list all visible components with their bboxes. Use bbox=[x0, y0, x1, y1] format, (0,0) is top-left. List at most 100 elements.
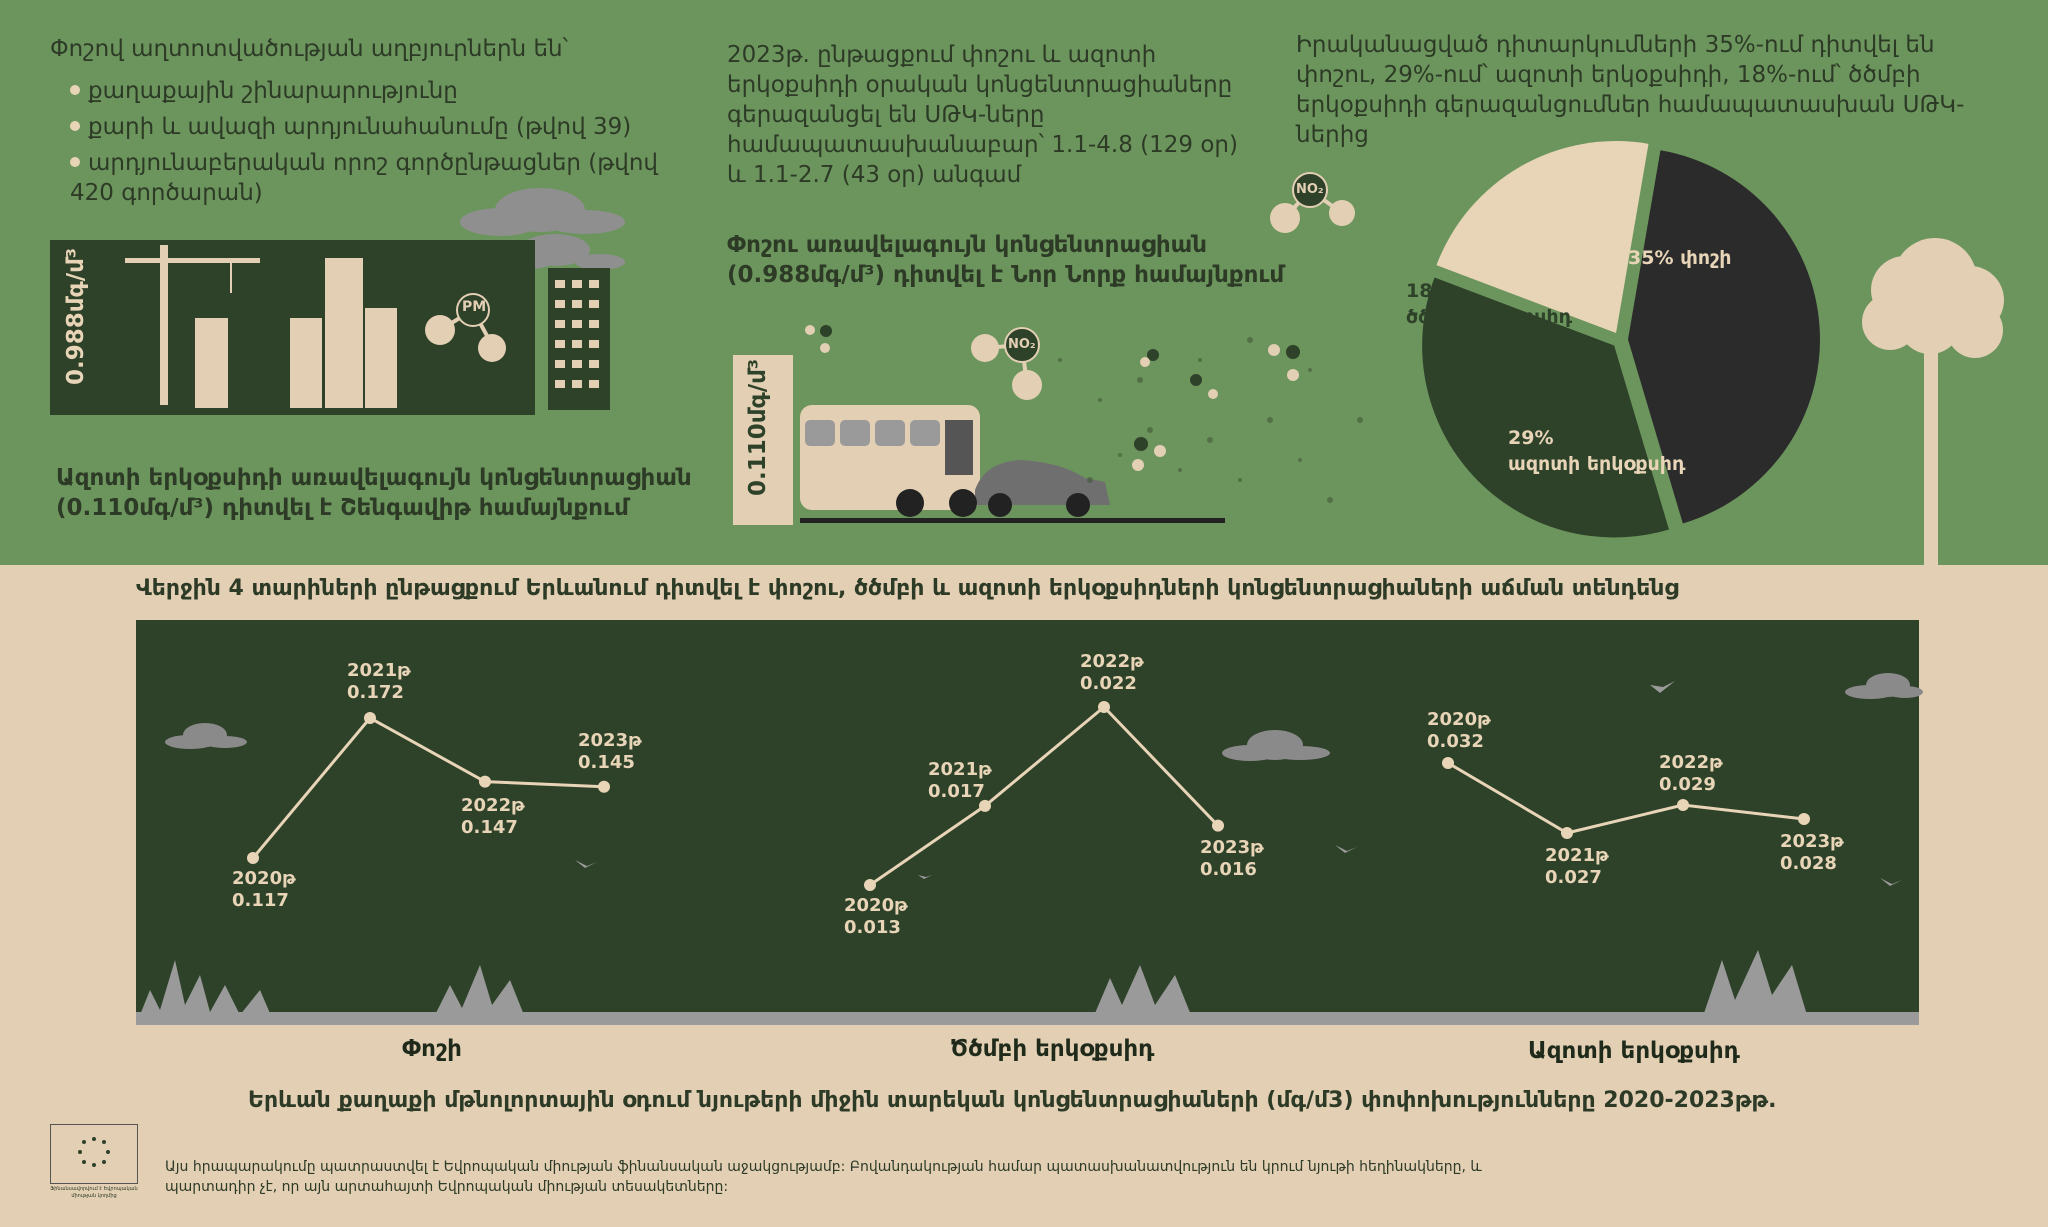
data-point-so2 bbox=[979, 799, 991, 812]
pie-slice-dust bbox=[1627, 150, 1820, 524]
year-label: 2023թ bbox=[1780, 831, 1844, 852]
bird-icon bbox=[575, 681, 1902, 886]
no2-label: NO₂ bbox=[1008, 337, 1036, 352]
small-molecules-icon bbox=[805, 325, 1300, 471]
value-label: 0.147 bbox=[461, 817, 518, 838]
eu-stars-icon bbox=[78, 1137, 110, 1167]
grass-icon bbox=[136, 950, 1919, 1025]
data-point-no2 bbox=[1442, 757, 1454, 769]
data-point-no2 bbox=[1798, 813, 1810, 825]
value-label: 0.117 bbox=[232, 890, 289, 911]
value-label: 0.032 bbox=[1427, 731, 1484, 752]
list-item: քարի և ավազի արդյունահանումը (թվով 39) bbox=[70, 112, 690, 142]
buildings-icon bbox=[195, 258, 397, 408]
line-series-no2 bbox=[1447, 761, 1805, 835]
list-item: արդյունաբերական որոշ գործընթացներ (թվով … bbox=[70, 150, 658, 206]
value-label: 0.145 bbox=[578, 752, 635, 773]
line-series-dust bbox=[251, 716, 605, 859]
value-label: 0.016 bbox=[1200, 859, 1257, 880]
data-point-no2 bbox=[1561, 827, 1573, 839]
bullet-icon bbox=[70, 157, 80, 167]
data-point-dust bbox=[479, 775, 491, 788]
pie-label-dust: 35% փոշի bbox=[1628, 247, 1732, 269]
footer-text: Այս հրապարակումը պատրաստվել է Եվրոպական … bbox=[165, 1159, 1482, 1195]
smoke-particles bbox=[1058, 337, 1363, 503]
tower-icon bbox=[548, 268, 610, 410]
tree-icon bbox=[1862, 238, 2004, 565]
exceed-text: 2023թ. ընթացքում փոշու և ազոտի երկօքսիդի… bbox=[727, 42, 1238, 188]
year-label: 2020թ bbox=[1427, 709, 1491, 730]
pie-slice-so2 bbox=[1436, 141, 1649, 334]
no2-label-right: NO₂ bbox=[1296, 182, 1324, 197]
value-label: 0.022 bbox=[1080, 673, 1137, 694]
eu-text: Ֆինանսավորվում է Եվրոպական միության կողմ… bbox=[50, 1186, 138, 1199]
data-point-dust bbox=[598, 780, 610, 793]
line-series-so2 bbox=[869, 704, 1220, 887]
list-item: քաղաքային շինարարությունը bbox=[70, 76, 690, 106]
no2-max-text: Ազոտի երկօքսիդի առավելագույն կոնցենտրացի… bbox=[56, 465, 692, 521]
year-label: 2021թ bbox=[347, 660, 411, 681]
year-label: 2022թ bbox=[1659, 752, 1723, 773]
value-label: 0.013 bbox=[844, 917, 901, 938]
year-label: 2020թ bbox=[844, 895, 908, 916]
bus-value: 0.110մգ/մ³ bbox=[745, 359, 771, 496]
eu-logo bbox=[50, 1124, 138, 1184]
trend-chart-panel bbox=[136, 620, 1919, 1025]
dust-max-text: Փոշու առավելագույն կոնցենտրացիան (0.988մ… bbox=[727, 232, 1285, 288]
year-label: 2020թ bbox=[232, 868, 296, 889]
value-label: 0.017 bbox=[928, 781, 985, 802]
sources-heading: Փոշով աղտոտվածության աղբյուրներն են՝ bbox=[50, 36, 569, 62]
year-label: 2022թ bbox=[461, 795, 525, 816]
data-point-so2 bbox=[864, 879, 876, 891]
value-label: 0.029 bbox=[1659, 774, 1716, 795]
data-point-no2 bbox=[1677, 799, 1689, 811]
crane-icon bbox=[125, 245, 260, 405]
sources-list: քաղաքային շինարարությունը քարի և ավազի ա… bbox=[70, 76, 690, 214]
value-label: 0.027 bbox=[1545, 867, 1602, 888]
value-label: 0.172 bbox=[347, 682, 404, 703]
value-label: 0.028 bbox=[1780, 853, 1837, 874]
year-label: 2023թ bbox=[578, 730, 642, 751]
trend-lines bbox=[247, 701, 1810, 891]
pie-text: Իրականացված դիտարկումների 35%-ում դիտվել… bbox=[1296, 32, 1965, 148]
value-post bbox=[733, 355, 793, 525]
year-label: 2021թ bbox=[928, 759, 992, 780]
pie-chart bbox=[1422, 141, 1820, 538]
pm-molecule-icon bbox=[425, 293, 506, 362]
trend-title: Վերջին 4 տարիների ընթացքում Երևանում դիտ… bbox=[136, 576, 1679, 601]
year-label: 2021թ bbox=[1545, 845, 1609, 866]
chart-title-no2: Ազոտի երկօքսիդ bbox=[1528, 1038, 1740, 1064]
pie-label-so2: 18% ծծմբի երկօքսիդ bbox=[1406, 280, 1573, 328]
building-value: 0.988մգ/մ³ bbox=[63, 248, 89, 385]
data-point-so2 bbox=[1098, 701, 1110, 713]
pie-slice-no2 bbox=[1422, 277, 1669, 538]
data-point-dust bbox=[247, 852, 259, 864]
bottom-caption: Երևան քաղաքի մթնոլորտային օդում նյութերի… bbox=[248, 1088, 1777, 1113]
year-label: 2022թ bbox=[1080, 651, 1144, 672]
no2-molecule-icon bbox=[971, 172, 1355, 400]
pie-label-no2: 29% ազոտի երկօքսիդ bbox=[1508, 427, 1686, 475]
chart-title-so2: Ծծմբի երկօքսիդ bbox=[950, 1036, 1155, 1062]
year-label: 2023թ bbox=[1200, 837, 1264, 858]
pm-label: PM bbox=[462, 299, 487, 315]
road bbox=[800, 518, 1225, 523]
bullet-icon bbox=[70, 85, 80, 95]
data-point-so2 bbox=[1212, 819, 1224, 832]
cloud-icon bbox=[165, 673, 1923, 761]
bullet-icon bbox=[70, 121, 80, 131]
data-point-dust bbox=[364, 712, 376, 724]
chart-title-dust: Փոշի bbox=[402, 1036, 462, 1062]
